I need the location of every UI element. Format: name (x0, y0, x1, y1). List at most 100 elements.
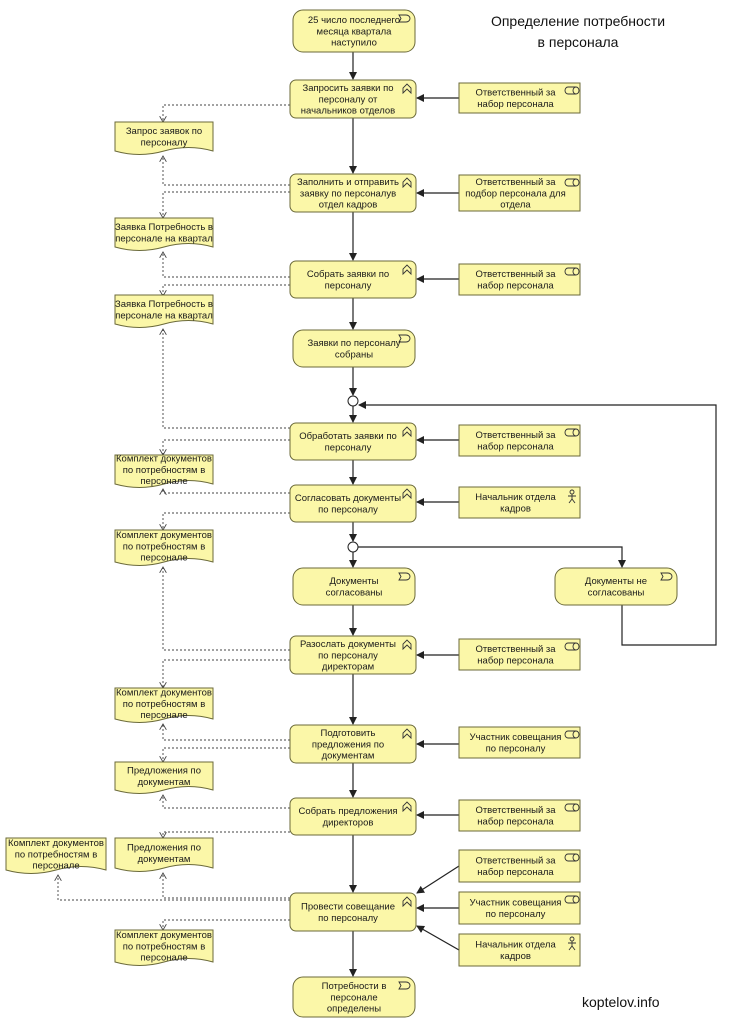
role-r7 (458, 726, 581, 759)
process-p3-line-2: персоналу (325, 280, 372, 291)
access-connector (163, 873, 290, 899)
diagram-title-line-2: в персонала (538, 34, 619, 50)
document-d6-line-3: персонале (140, 710, 187, 721)
role-r1-line-1: Ответственный за (475, 88, 556, 99)
process-p6-line-3: директорам (322, 662, 374, 673)
access-connector (163, 284, 290, 296)
document-d1-line-2: персоналу (141, 137, 188, 148)
document-d5-line-2: по потребностям в (123, 541, 206, 552)
diagram-texts: Определение потребности в персонала kopt… (8, 13, 665, 1015)
process-p9-line-1: Провести совещание (301, 902, 395, 913)
diagram-elements (5, 9, 678, 1018)
flow-connector (358, 546, 626, 568)
role-r2-line-2: подбор персонала для (465, 188, 566, 199)
document-d6 (114, 687, 214, 723)
process-p2-line-3: отдел кадров (319, 200, 378, 211)
access-connector (163, 747, 290, 762)
document-d4-line-3: персонале (140, 476, 187, 487)
document-d2-line-2: персонале на квартал (115, 233, 213, 244)
document-d6-line-2: по потребностям в (123, 699, 206, 710)
access-connector (163, 191, 290, 218)
access-connector (163, 919, 290, 930)
diagram-title-line-1: Определение потребности (491, 13, 665, 29)
role-r4-line-2: набор персонала (477, 441, 554, 452)
document-d4 (114, 454, 214, 488)
event-not-agreed (554, 567, 678, 606)
role-r7-line-2: по персоналу (486, 743, 546, 754)
role-r2 (458, 174, 581, 212)
event-agreed-line-1: Документы (330, 576, 379, 587)
document-d6-line-1: Комплект документов (116, 688, 212, 699)
document-d9-line-1: Комплект документов (8, 838, 104, 849)
process-p1-line-1: Запросить заявки по (302, 83, 393, 94)
event-collected-line-1: Заявки по персоналу (307, 338, 400, 349)
document-d1-line-1: Запрос заявок по (126, 126, 202, 137)
process-p3-line-1: Собрать заявки по (307, 269, 389, 280)
event-end (292, 976, 416, 1018)
role-r4 (458, 424, 581, 457)
document-d10-line-1: Комплект документов (116, 930, 212, 941)
role-r9-line-1: Ответственный за (475, 856, 556, 867)
role-assignment-connector (416, 925, 460, 951)
process-p5-line-2: по персоналу (318, 504, 378, 515)
process-p7-line-3: документам (322, 751, 375, 762)
document-d7-line-2: документам (138, 777, 191, 788)
access-connector (163, 489, 290, 493)
footer-site: koptelov.info (582, 994, 660, 1010)
event-start-line-1: 25 число последнего (308, 15, 400, 26)
event-agreed-line-2: согласованы (326, 587, 383, 598)
process-p6 (289, 635, 417, 675)
event-agreed (292, 567, 416, 606)
document-d2 (114, 217, 214, 251)
document-d3 (114, 294, 214, 328)
process-p5-line-1: Согласовать документы (295, 493, 401, 504)
role-assignment-connector (416, 865, 460, 894)
access-connector (163, 329, 290, 429)
process-p7-line-1: Подготовить (321, 728, 376, 739)
document-d7 (114, 761, 214, 794)
event-start (292, 9, 416, 53)
process-p6-line-2: по персоналу (318, 650, 378, 661)
document-d4-line-2: по потребностям в (123, 465, 206, 476)
role-r1 (458, 82, 581, 114)
process-p1-line-2: персоналу от (319, 94, 378, 105)
document-d5-line-1: Комплект документов (116, 530, 212, 541)
role-r5 (458, 486, 581, 519)
role-r11-line-2: кадров (500, 951, 531, 962)
role-r8 (458, 799, 581, 832)
process-p5 (289, 484, 417, 523)
event-not-agreed-line-1: Документы не (585, 576, 647, 587)
process-p8-line-1: Собрать предложения (298, 806, 397, 817)
access-connector (163, 104, 290, 122)
process-p3 (289, 260, 417, 299)
role-r2-line-1: Ответственный за (475, 177, 556, 188)
document-d1 (114, 121, 214, 155)
event-collected (292, 329, 416, 368)
document-d2-line-1: Заявка Потребность в (115, 222, 213, 233)
role-r8-line-1: Ответственный за (475, 805, 556, 816)
role-r7-line-1: Участник совещания (470, 732, 562, 743)
role-r5-line-2: кадров (500, 503, 531, 514)
access-connector (163, 439, 290, 455)
event-not-agreed-line-2: согласованы (588, 587, 645, 598)
process-p4-line-1: Обработать заявки по (299, 431, 397, 442)
document-d10-line-3: персонале (140, 953, 187, 964)
process-p8 (289, 797, 417, 836)
access-connector (163, 795, 290, 809)
role-r3-line-2: набор персонала (477, 280, 554, 291)
process-p8-line-2: директоров (323, 817, 374, 828)
process-p9 (289, 892, 417, 932)
role-r3-line-1: Ответственный за (475, 269, 556, 280)
role-r3 (458, 263, 581, 296)
role-r11 (458, 933, 581, 967)
role-r9 (458, 849, 581, 883)
role-r11-line-1: Начальник отдела (475, 940, 556, 951)
event-start-line-3: наступило (331, 38, 377, 49)
process-p9-line-2: по персоналу (318, 913, 378, 924)
role-r6-line-1: Ответственный за (475, 644, 556, 655)
role-r4-line-1: Ответственный за (475, 430, 556, 441)
role-r1-line-2: набор персонала (477, 99, 554, 110)
process-p2 (289, 173, 417, 213)
process-p7 (289, 724, 417, 764)
